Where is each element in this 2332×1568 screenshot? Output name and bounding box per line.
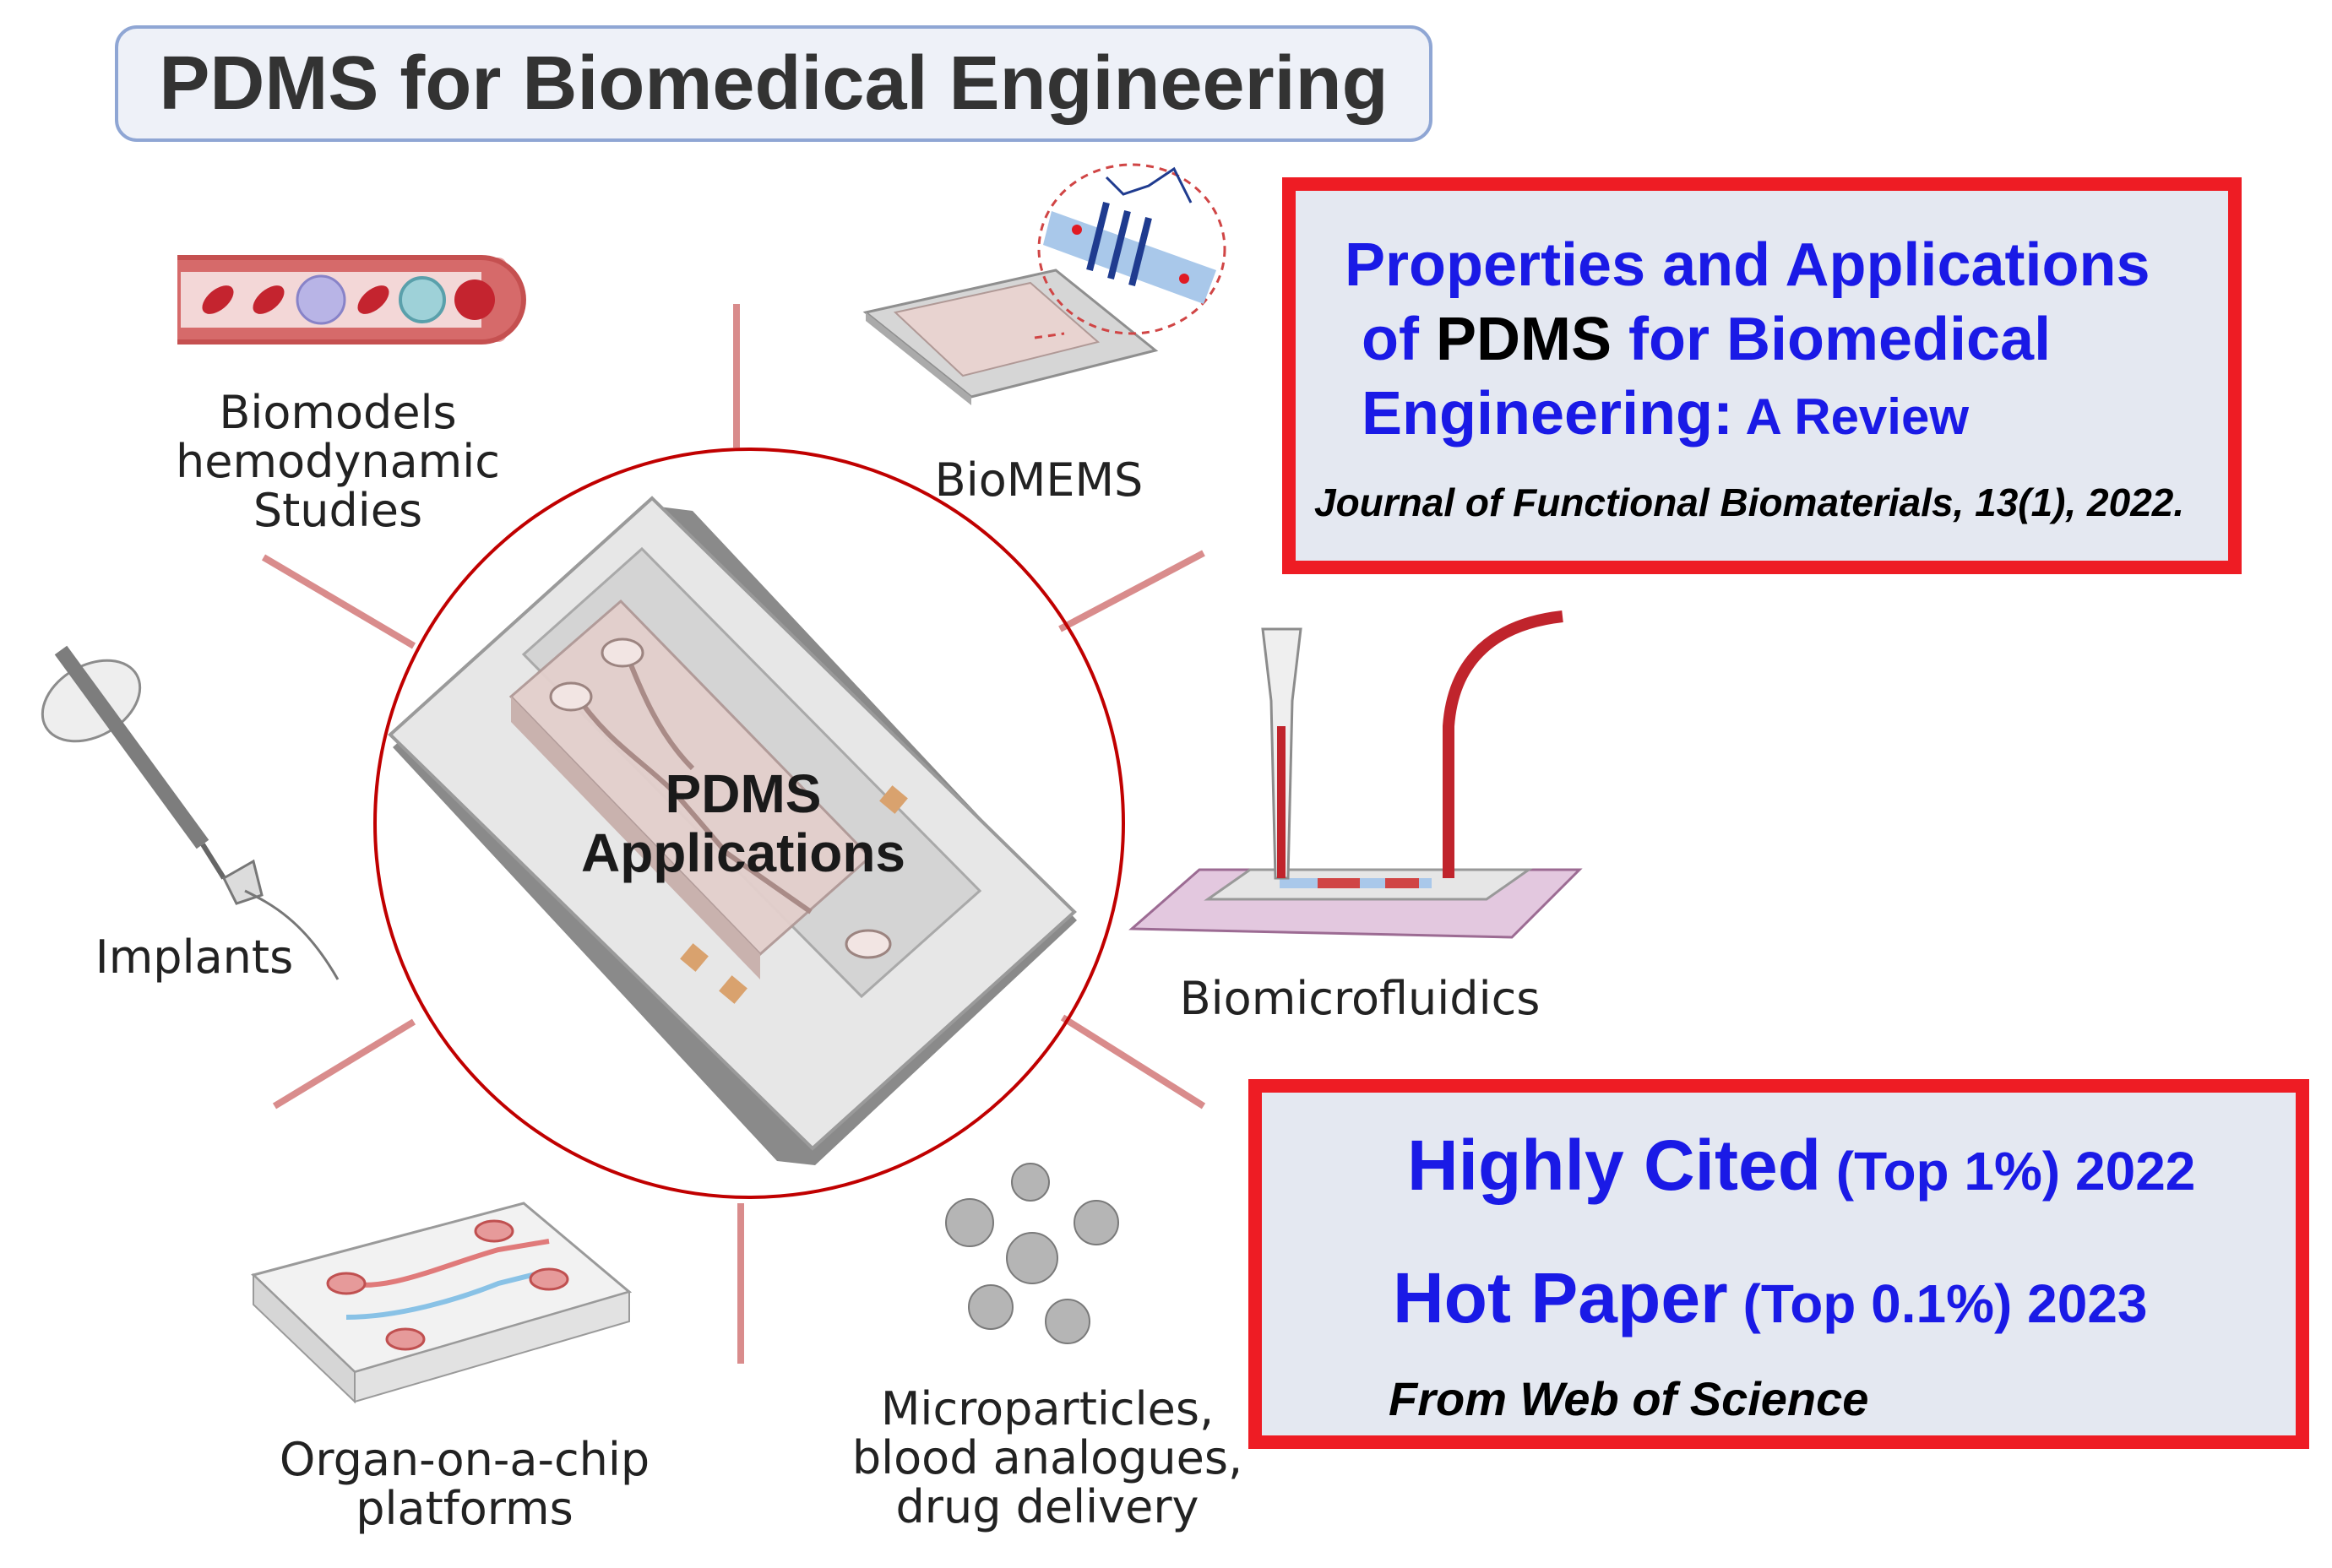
paper-title: Properties and Applications of PDMS for …	[1345, 228, 2240, 454]
label-organ-on-chip-line1: Organ-on-a-chip	[279, 1433, 650, 1486]
blood-vessel-illustration	[177, 255, 526, 345]
connector-line	[1060, 1014, 1206, 1110]
center-circle	[373, 448, 1125, 1199]
biomems-illustration	[862, 163, 1226, 405]
microparticles-illustration	[945, 1163, 1119, 1344]
connector-line	[272, 1018, 416, 1110]
center-label-line2: Applications	[580, 822, 906, 883]
paper-title-review: A Review	[1733, 388, 1970, 445]
organ-on-chip-illustration	[251, 1202, 633, 1404]
paper-reference-box: Properties and Applications of PDMS for …	[1282, 177, 2242, 574]
paper-title-engineering: Engineering:	[1362, 380, 1734, 448]
paper-title-line3: Engineering: A Review	[1345, 377, 2240, 454]
label-biomodels: Biomodels hemodynamic Studies	[84, 388, 591, 535]
paper-title-for-biomedical: for Biomedical	[1612, 306, 2052, 373]
paper-journal-citation: Journal of Functional Biomaterials, 13(1…	[1314, 480, 2185, 524]
label-biomicrofluidics-text: Biomicrofluidics	[1179, 972, 1541, 1025]
award-highly-cited: Highly Cited (Top 1%) 2022	[1407, 1125, 2195, 1207]
label-biomems: BioMEMS	[870, 456, 1208, 505]
award-box: Highly Cited (Top 1%) 2022 Hot Paper (To…	[1248, 1079, 2309, 1449]
label-organ-on-chip-line2: platforms	[356, 1482, 573, 1535]
connector-line	[261, 554, 416, 649]
label-implants: Implants	[51, 933, 338, 982]
label-microparticles-line2: blood analogues,	[851, 1431, 1243, 1484]
pdms-chip-illustration	[388, 496, 1077, 1165]
paper-title-pdms: PDMS	[1435, 306, 1612, 373]
label-biomems-text: BioMEMS	[934, 453, 1144, 507]
award-hot-paper: Hot Paper (Top 0.1%) 2023	[1393, 1257, 2148, 1339]
paper-title-of: of	[1362, 306, 1436, 373]
label-biomodels-line1: Biomodels	[219, 386, 457, 439]
implant-syringe-illustration	[41, 645, 340, 980]
label-microparticles-line3: drug delivery	[895, 1480, 1199, 1533]
award-hot-paper-rank: (Top 0.1%) 2023	[1727, 1273, 2148, 1334]
paper-title-line1: Properties and Applications	[1345, 231, 2150, 299]
center-label: PDMS Applications	[557, 764, 929, 882]
label-microparticles-line1: Microparticles,	[880, 1382, 1215, 1435]
award-source: From Web of Science	[1389, 1372, 1869, 1425]
connector-lines	[261, 304, 1206, 1364]
center-label-line1: PDMS	[665, 763, 822, 824]
paper-title-line2: of PDMS for Biomedical	[1345, 302, 2240, 377]
title-box: PDMS for Biomedical Engineering	[115, 25, 1432, 142]
page-title: PDMS for Biomedical Engineering	[159, 41, 1389, 126]
award-highly-cited-label: Highly Cited	[1407, 1126, 1822, 1205]
award-highly-cited-rank: (Top 1%) 2022	[1821, 1141, 2196, 1202]
biomicrofluidics-illustration	[1128, 610, 1583, 939]
connector-line	[1058, 550, 1205, 632]
label-implants-text: Implants	[95, 930, 294, 984]
label-biomicrofluidics: Biomicrofluidics	[1140, 974, 1579, 1023]
label-biomodels-line2: hemodynamic Studies	[176, 435, 500, 537]
award-hot-paper-label: Hot Paper	[1393, 1258, 1728, 1337]
label-organ-on-chip: Organ-on-a-chip platforms	[253, 1435, 676, 1533]
label-microparticles: Microparticles, blood analogues, drug de…	[836, 1385, 1258, 1532]
